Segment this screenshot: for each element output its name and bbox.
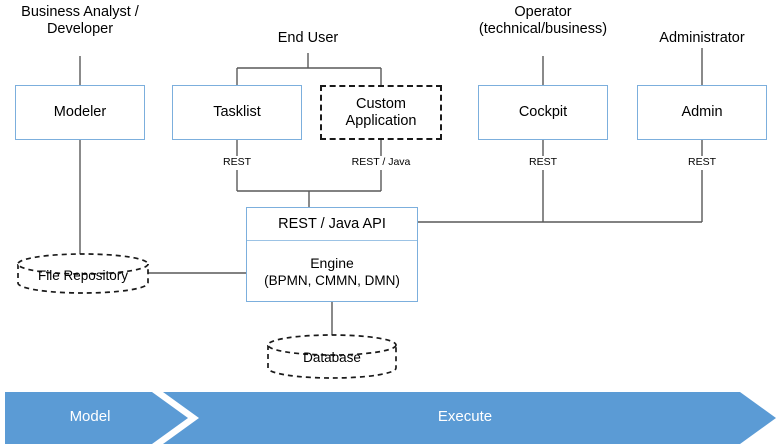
edge-label-cockpit-rest: REST: [528, 156, 557, 168]
engine-name-label: Engine: [310, 254, 354, 271]
component-cockpit[interactable]: Cockpit: [478, 85, 608, 140]
component-tasklist-label: Tasklist: [213, 104, 261, 120]
edge-label-tasklist-rest: REST: [222, 156, 251, 168]
role-label-operator: Operator (technical/business): [478, 4, 608, 37]
component-cockpit-label: Cockpit: [518, 104, 568, 120]
role-label-business-analyst: Business Analyst / Developer: [21, 4, 139, 37]
banner-stage-execute-label: Execute: [437, 408, 493, 425]
component-admin[interactable]: Admin: [637, 85, 767, 140]
role-label-administrator: Administrator: [659, 30, 745, 46]
lifecycle-banner: [5, 392, 776, 444]
engine-body[interactable]: Engine (BPMN, CMMN, DMN): [247, 241, 417, 302]
edge-label-admin-rest: REST: [687, 156, 716, 168]
engine-api-label: REST / Java API: [278, 216, 386, 232]
component-custom-application[interactable]: Custom Application: [320, 85, 442, 140]
edge-label-custom-app-rest-java: REST / Java: [351, 156, 411, 168]
component-modeler[interactable]: Modeler: [15, 85, 145, 140]
component-tasklist[interactable]: Tasklist: [172, 85, 302, 140]
file-repository-cylinder: [17, 253, 149, 294]
banner-stage-model-label: Model: [69, 408, 111, 425]
component-modeler-label: Modeler: [53, 104, 107, 120]
banner-stage-model-shape: [5, 392, 188, 444]
engine-standards-label: (BPMN, CMMN, DMN): [264, 272, 400, 288]
role-label-end-user: End User: [277, 30, 339, 46]
database-cylinder: [267, 334, 397, 379]
banner-stage-execute-shape: [163, 392, 776, 444]
component-admin-label: Admin: [681, 104, 723, 120]
component-connectors: [79, 140, 703, 336]
engine-group[interactable]: REST / Java API Engine (BPMN, CMMN, DMN): [246, 207, 418, 302]
engine-api-header[interactable]: REST / Java API: [247, 208, 417, 241]
role-connectors: [79, 48, 703, 85]
component-custom-application-label: Custom Application: [345, 95, 417, 129]
